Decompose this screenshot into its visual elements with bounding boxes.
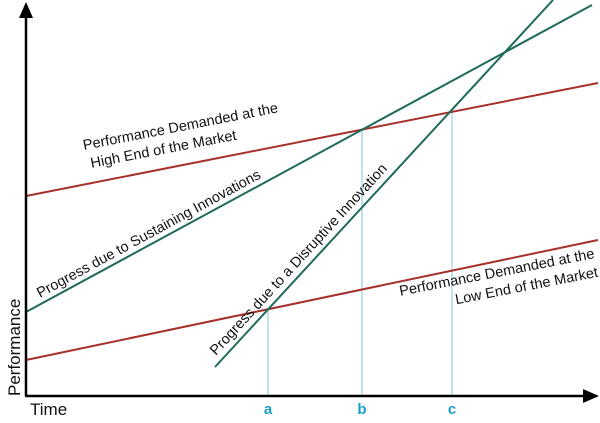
x-axis-arrow-icon bbox=[583, 389, 599, 403]
x-axis-label: Time bbox=[30, 400, 67, 419]
sustaining-progress-line bbox=[25, 4, 593, 313]
marker-c: c bbox=[448, 401, 456, 418]
y-axis-label: Performance bbox=[5, 299, 24, 396]
high-end-demand-line bbox=[25, 82, 599, 197]
y-axis-arrow-icon bbox=[19, 2, 33, 18]
marker-a: a bbox=[264, 401, 273, 418]
marker-b: b bbox=[357, 401, 366, 418]
low-end-demand-line bbox=[25, 239, 599, 361]
disruptive-progress-line bbox=[214, 0, 554, 368]
